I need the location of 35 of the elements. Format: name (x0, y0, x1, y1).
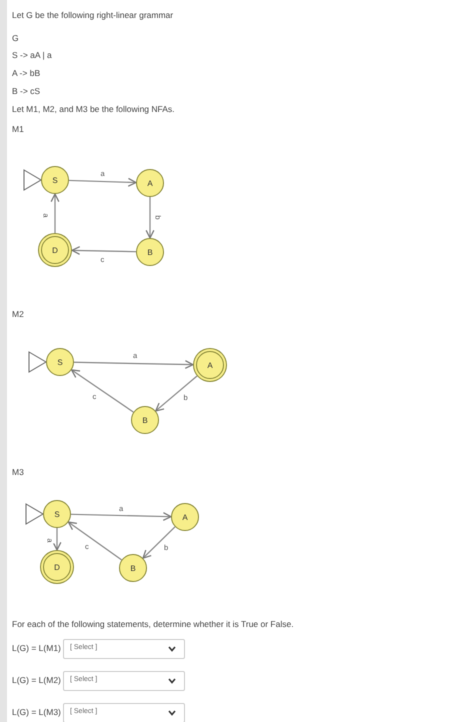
transition-arrow (70, 512, 172, 521)
transition-arrow (52, 528, 62, 551)
text: M2 (12, 309, 24, 319)
state-circle: A (136, 169, 164, 197)
transition-arrow (68, 521, 122, 560)
state-circle: A (171, 503, 199, 531)
transition-arrow (68, 178, 137, 187)
text: Let M1, M2, and M3 be the following NFAs. (12, 104, 175, 114)
transition-arrow (142, 526, 176, 559)
text: L(G) = L(M2) (12, 675, 61, 685)
text: A -> bB (12, 68, 40, 78)
text: L(G) = L(M1) (12, 643, 61, 653)
accepting-state-circle: A (196, 351, 224, 379)
accepting-state-circle: D (43, 553, 71, 581)
state-circle: B (119, 554, 147, 582)
state-circle: S (43, 500, 71, 528)
state-circle: S (46, 348, 74, 376)
text: B -> cS (12, 86, 40, 96)
transition-arrow (50, 193, 60, 233)
text: Let G be the following right-linear grammar (12, 10, 174, 20)
text: For each of the following statements, determine whether it is True or False. (12, 619, 294, 629)
accepting-state-circle: D (41, 236, 69, 264)
transition-arrow (155, 376, 198, 412)
state-circle: B (136, 238, 164, 266)
transition-arrow (74, 360, 194, 369)
transition-arrow (71, 246, 136, 255)
transition-arrow (70, 369, 134, 413)
text: M1 (12, 124, 24, 134)
text: L(G) = L(M3) (12, 707, 61, 717)
text: S -> aA | a (12, 50, 52, 60)
transition-arrow (146, 197, 154, 239)
text: M3 (12, 467, 24, 477)
text: G (12, 33, 19, 43)
state-circle: S (41, 166, 69, 194)
state-circle: B (131, 406, 159, 434)
